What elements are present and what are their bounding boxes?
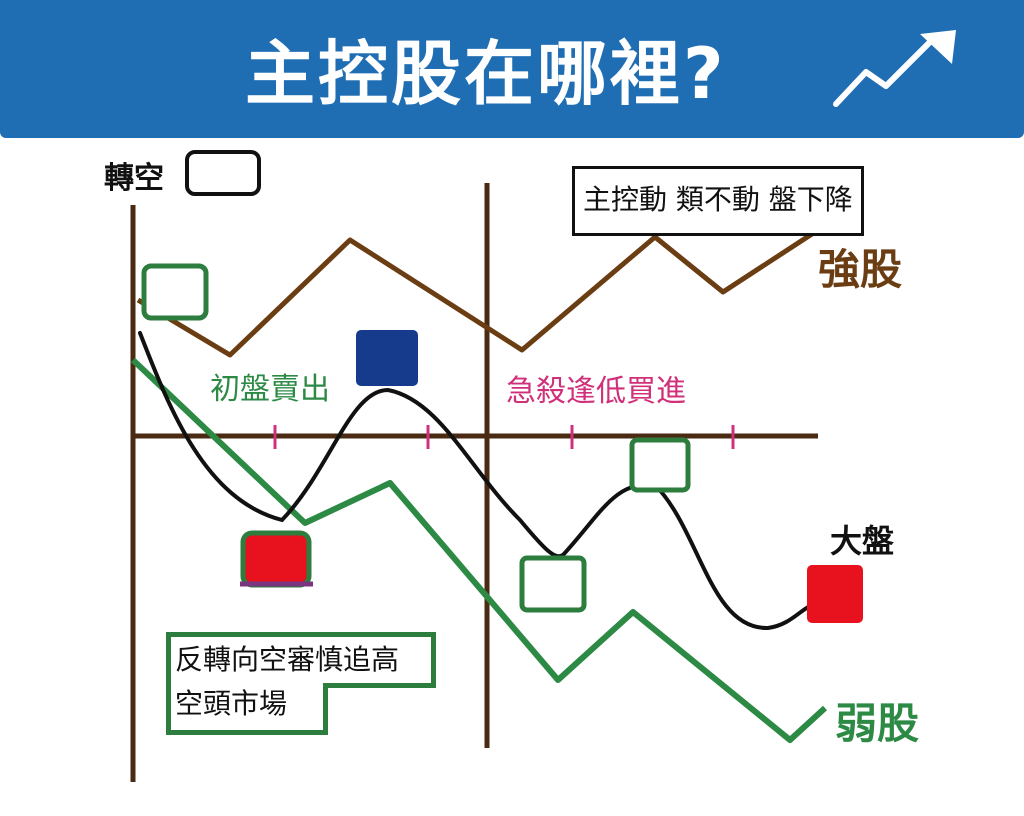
axis-ticks [273, 425, 735, 449]
green-marker-middle [629, 437, 691, 493]
reversal-short-label: 轉空 [104, 161, 164, 196]
initial-sell-label: 初盤賣出 [210, 372, 330, 407]
header-banner: 主控股在哪裡? [0, 0, 1024, 138]
red-marker-outlined [240, 530, 312, 588]
market-label: 大盤 [830, 522, 895, 560]
strong-stock-line [136, 229, 817, 358]
weak-stock-line [130, 357, 828, 743]
weak-stock-label: 弱股 [835, 699, 920, 748]
green-marker-top-left [141, 263, 209, 321]
bear-note-box-line1: 反轉向空審慎追高 [166, 632, 436, 688]
strong-stock-label: 強股 [818, 245, 903, 294]
dip-buy-label: 急殺逢低買進 [506, 374, 686, 409]
blue-marker [356, 330, 418, 386]
green-marker-bottom [519, 555, 587, 613]
strong-note-box: 主控動 類不動 盤下降 [572, 166, 864, 236]
legend-empty-box [185, 150, 261, 196]
trend-up-arrow-icon [833, 30, 956, 107]
red-marker-right [807, 565, 863, 623]
page-title: 主控股在哪裡? [245, 33, 727, 115]
bear-note-box-line2: 空頭市場 [166, 683, 328, 735]
market-line [138, 331, 814, 631]
